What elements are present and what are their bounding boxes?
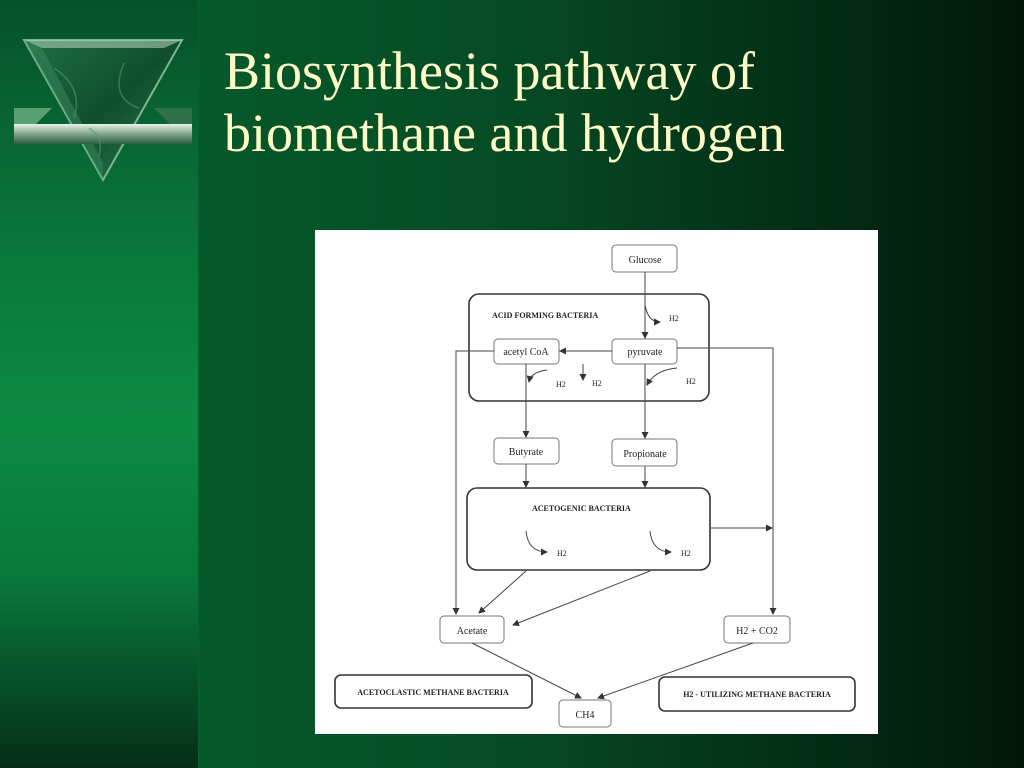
h2-co2-node bbox=[723, 615, 791, 644]
acetogenic-bacteria-label: ACETOGENIC BACTERIA bbox=[532, 504, 631, 513]
h2-co2-label: H2 + CO2 bbox=[736, 626, 778, 637]
acetoclastic-methane-bacteria-label: ACETOCLASTIC METHANE BACTERIA bbox=[357, 688, 509, 697]
slide-title: Biosynthesis pathway of biomethane and h… bbox=[224, 40, 1004, 164]
pathway-diagram: ACID FORMING BACTERIA ACETOGENIC BACTERI… bbox=[315, 230, 878, 734]
h2-utilizing-methane-bacteria-box bbox=[658, 676, 856, 712]
slide-title-line-1: Biosynthesis pathway of bbox=[224, 41, 755, 101]
arrow-pyruvate-to-h2-co2 bbox=[677, 347, 777, 615]
butyrate-label: Butyrate bbox=[509, 447, 544, 458]
arrow-h2-co2-to-ch4 bbox=[597, 642, 754, 700]
h2-label-5: H2 bbox=[557, 549, 567, 558]
acetoclastic-methane-bacteria-box bbox=[334, 674, 533, 709]
propionate-label: Propionate bbox=[623, 449, 667, 460]
h2-branch-arrow-2 bbox=[526, 369, 548, 383]
arrow-acetate-to-ch4 bbox=[471, 642, 582, 699]
pyruvate-label: pyruvate bbox=[628, 347, 664, 358]
h2-branch-arrow-5 bbox=[525, 530, 548, 556]
h2-label-3: H2 bbox=[592, 379, 602, 388]
h2-branch-arrow-6 bbox=[649, 530, 672, 556]
arrow-acetogenic-to-acetate-right bbox=[512, 570, 651, 627]
acetate-label: Acetate bbox=[457, 626, 488, 637]
acetyl-coa-label: acetyl CoA bbox=[503, 347, 549, 358]
slide-title-line-2: biomethane and hydrogen bbox=[224, 103, 785, 163]
h2-label-6: H2 bbox=[681, 549, 691, 558]
arrow-acetyl-coa-to-acetate bbox=[452, 350, 494, 615]
h2-branch-arrow-1 bbox=[644, 304, 661, 326]
h2-label-1: H2 bbox=[669, 314, 679, 323]
h2-branch-arrow-4 bbox=[646, 367, 678, 386]
pathway-diagram-svg: ACID FORMING BACTERIA ACETOGENIC BACTERI… bbox=[334, 244, 856, 728]
ch4-label: CH4 bbox=[576, 710, 595, 721]
glucose-label: Glucose bbox=[629, 255, 662, 266]
acid-forming-bacteria-label: ACID FORMING BACTERIA bbox=[492, 311, 598, 320]
sidebar-panel bbox=[0, 0, 198, 768]
h2-utilizing-methane-bacteria-label: H2 - UTILIZING METHANE BACTERIA bbox=[683, 690, 831, 699]
ch4-node bbox=[558, 699, 612, 728]
h2-label-4: H2 bbox=[686, 377, 696, 386]
acetogenic-bacteria-box bbox=[466, 487, 711, 571]
h2-label-2: H2 bbox=[556, 380, 566, 389]
triangle-logo-icon bbox=[14, 39, 192, 183]
arrow-acetogenic-to-acetate-left bbox=[478, 570, 527, 614]
